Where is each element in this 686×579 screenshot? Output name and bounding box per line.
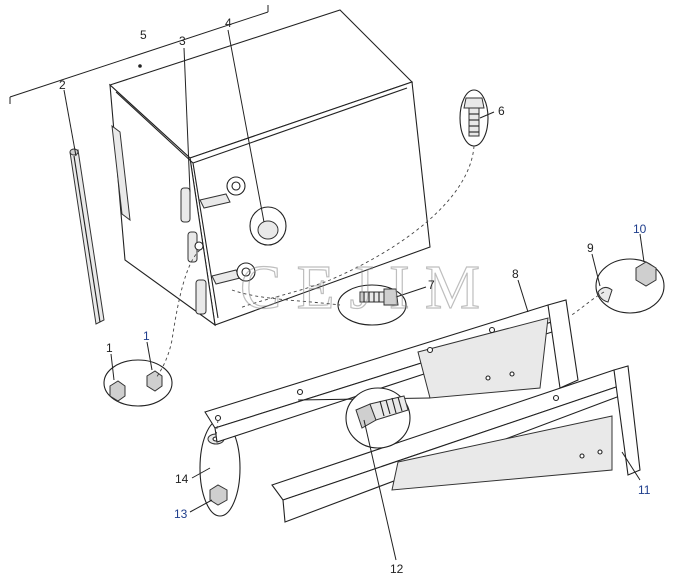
hinge-assembly: [180, 187, 207, 315]
callout-8: 8: [512, 267, 519, 281]
watermark-text: CEJIM: [240, 254, 480, 322]
callout-11: 11: [638, 483, 651, 497]
callout-4: 4: [225, 16, 232, 30]
cap-detail: [249, 206, 287, 246]
callout-9: 9: [587, 241, 594, 255]
bolt-6-detail: [459, 89, 489, 147]
callout-1-left: 1: [106, 341, 113, 355]
callout-12: 12: [390, 562, 404, 576]
corner-dot: [138, 64, 142, 68]
callout-14: 14: [175, 472, 189, 486]
callout-6: 6: [498, 104, 505, 118]
washer-nut-detail: [595, 258, 665, 314]
callout-10: 10: [633, 222, 647, 236]
callout-7: 7: [428, 278, 435, 292]
callout-2: 2: [59, 78, 66, 92]
callout-1-right: 1: [143, 329, 150, 343]
latch-assembly: [199, 176, 256, 285]
nuts-1-detail: [103, 359, 173, 407]
seal-strip: [69, 148, 105, 325]
callout-5: 5: [140, 28, 147, 42]
callout-13: 13: [174, 507, 188, 521]
bolt-12-detail: [345, 387, 411, 449]
bolt-7-detail: [337, 284, 407, 326]
assembly-paths: [155, 145, 605, 437]
callout-labels: 5 4 3 2 6 7 8 9 10 11 12 13 14 1 1: [59, 16, 651, 576]
bracket-11: [271, 365, 641, 523]
callout-3: 3: [179, 34, 186, 48]
leader-lines: [9, 5, 645, 561]
bracket-8: [204, 299, 579, 443]
